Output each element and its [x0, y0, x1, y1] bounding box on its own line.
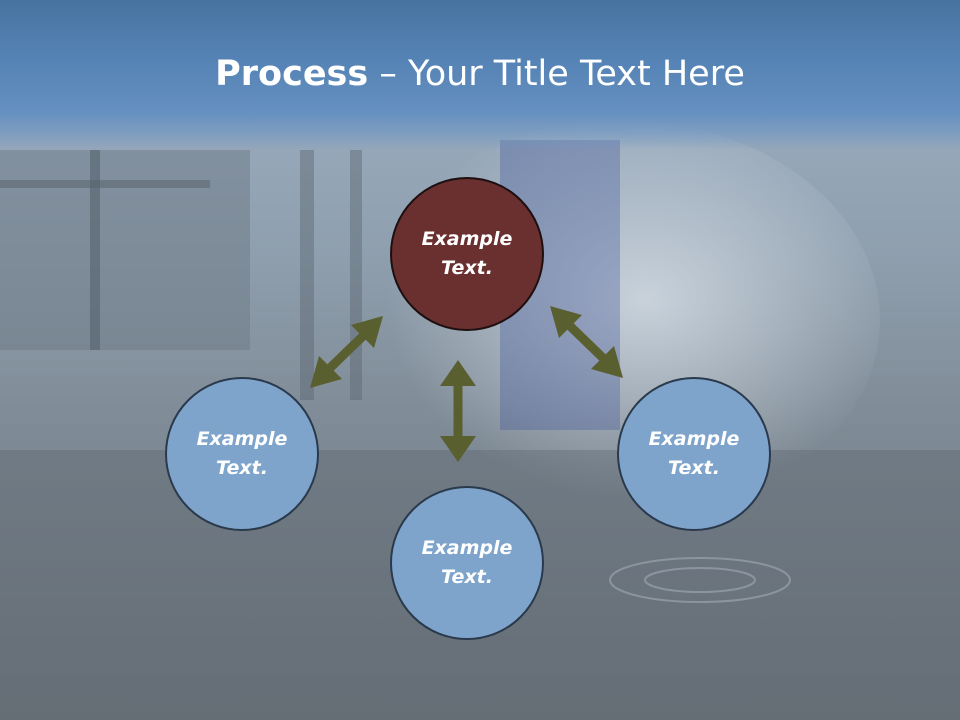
title-band	[0, 0, 960, 150]
title-bold-part: Process	[215, 54, 369, 94]
node-top-label: Example Text.	[421, 228, 513, 279]
page-title: Process – Your Title Text Here	[0, 52, 960, 96]
node-right: Example Text.	[617, 377, 771, 531]
node-right-label: Example Text.	[648, 428, 740, 479]
node-top-center: Example Text.	[390, 177, 544, 331]
node-left-label: Example Text.	[196, 428, 288, 479]
node-bottom: Example Text.	[390, 486, 544, 640]
node-left: Example Text.	[165, 377, 319, 531]
title-rest: – Your Title Text Here	[368, 54, 745, 94]
node-bottom-label: Example Text.	[421, 537, 513, 588]
